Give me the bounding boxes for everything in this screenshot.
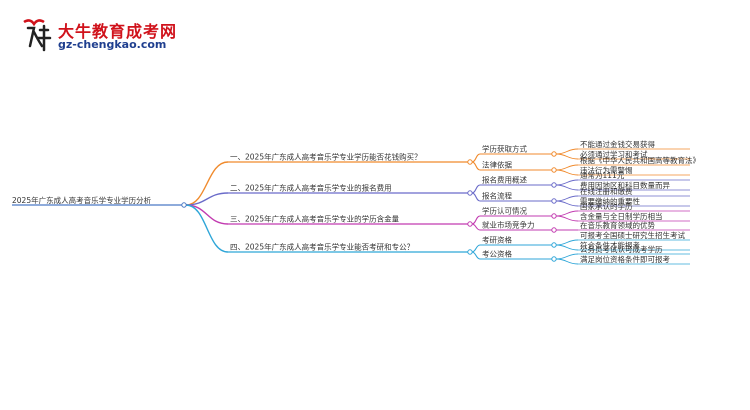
branch-1-child-1-leaf-2: 必须通过学习和考试 xyxy=(580,149,648,159)
branch-1-child-2-leaf-2: 违法行为需警惕 xyxy=(580,165,633,175)
root-node: 2025年广东成人高考音乐学专业学历分析 xyxy=(12,195,152,205)
node-dot xyxy=(551,227,557,233)
branch-4-child-2-leaf-2: 满足岗位资格条件即可报考 xyxy=(580,254,670,264)
branch-1-child-2: 法律依据 xyxy=(482,160,512,170)
branch-2-child-2-leaf-2: 需要缴纳的重要性 xyxy=(580,196,640,206)
branch-3-child-2-leaf-1: 在音乐教育领域的优势 xyxy=(580,220,655,230)
node-dot xyxy=(551,198,557,204)
branch-1-label: 一、2025年广东成人高考音乐学专业学历能否花钱购买？ xyxy=(230,152,422,162)
branch-4-child-1-leaf-1: 可报考全国硕士研究生招生考试 xyxy=(580,230,685,240)
branch-1-child-1: 学历获取方式 xyxy=(482,144,527,154)
branch-3-child-1-leaf-2: 含金量与全日制学历相当 xyxy=(580,211,663,221)
branch-2-child-1-leaf-2: 费用因地区和科目数量而异 xyxy=(580,180,670,190)
branch-2-child-1: 报名费用概述 xyxy=(482,175,527,185)
branch-2-child-2: 报名流程 xyxy=(482,191,512,201)
branch-3-child-1-leaf-1: 国家承认的学历 xyxy=(580,201,633,211)
bull-logo-icon xyxy=(23,19,52,52)
node-dot xyxy=(551,182,557,188)
site-logo[interactable]: 大牛教育成考网 gz-chengkao.com xyxy=(20,16,176,56)
logo-title: 大牛教育成考网 xyxy=(58,22,178,41)
node-dot xyxy=(467,190,473,196)
node-dot xyxy=(181,202,187,208)
node-dot xyxy=(467,249,473,255)
logo-url: gz-chengkao.com xyxy=(58,38,167,51)
branch-2-child-1-leaf-1: 通常为111元 xyxy=(580,170,625,180)
node-dot xyxy=(467,221,473,227)
node-dot xyxy=(551,151,557,157)
branch-4-child-1-leaf-2: 符合条件才能报考 xyxy=(580,240,640,250)
branch-4-label: 四、2025年广东成人高考音乐学专业能否考研和专公？ xyxy=(230,242,414,252)
node-dot xyxy=(551,242,557,248)
branch-1-child-1-leaf-1: 不能通过金钱交易获得 xyxy=(580,139,655,149)
node-dot xyxy=(551,213,557,219)
branch-3-child-2: 就业市场竞争力 xyxy=(482,220,535,230)
node-dot xyxy=(551,167,557,173)
branch-4-child-2-leaf-1: 公务员考试认可成考学历 xyxy=(580,244,663,254)
branch-4-child-1: 考研资格 xyxy=(482,235,512,245)
node-dot xyxy=(551,256,557,262)
branch-1-child-2-leaf-1: 根据《中华人民共和国高等教育法》 xyxy=(580,155,700,165)
branch-4-child-2: 考公资格 xyxy=(482,249,512,259)
branch-3-label: 三、2025年广东成人高考音乐学专业的学历含金量 xyxy=(230,214,400,224)
branch-2-label: 二、2025年广东成人高考音乐学专业的报名费用 xyxy=(230,183,392,193)
branch-3-child-1: 学历认可情况 xyxy=(482,206,527,216)
node-dot xyxy=(467,159,473,165)
branch-2-child-2-leaf-1: 在线注册和缴费 xyxy=(580,186,633,196)
